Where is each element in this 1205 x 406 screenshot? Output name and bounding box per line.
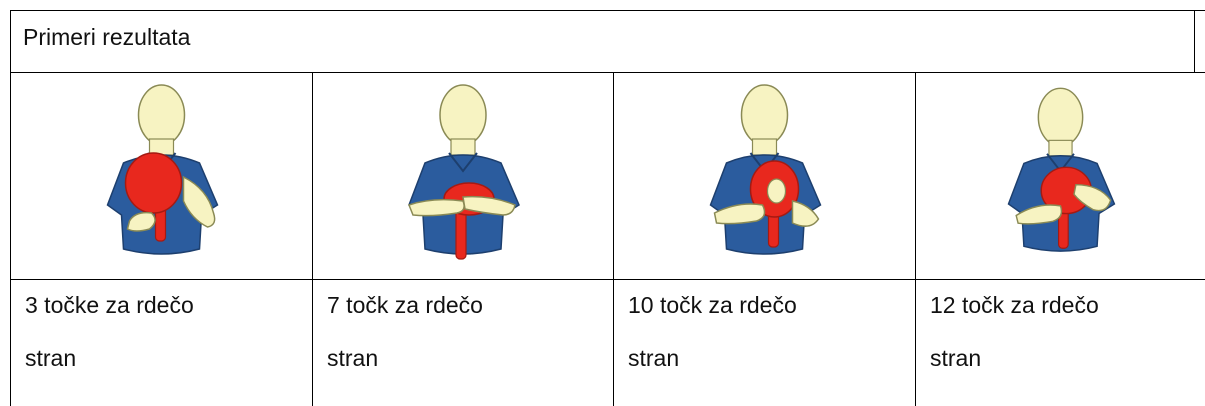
score-label-cell-1: 3 točke za rdečo stran xyxy=(11,280,312,406)
score-label-cell-2: 7 točk za rdečo stran xyxy=(313,280,613,406)
header-border-right xyxy=(1194,10,1195,73)
row-divider xyxy=(10,279,1205,280)
column-divider-1 xyxy=(312,72,313,406)
table-border-left xyxy=(10,10,11,406)
column-divider-2 xyxy=(613,72,614,406)
score-label-line1: 12 točk za rdečo xyxy=(930,292,1099,318)
score-label-cell-3: 10 točk za rdečo stran xyxy=(614,280,915,406)
umpire-signal-icon xyxy=(1007,87,1116,252)
umpire-signal-icon xyxy=(106,84,219,255)
score-label-line1: 10 točk za rdečo xyxy=(628,292,797,318)
signal-image-cell-4 xyxy=(916,73,1205,279)
signal-image-cell-3 xyxy=(614,73,915,279)
signal-image-cell-1 xyxy=(11,73,312,279)
score-label-line2: stran xyxy=(25,345,77,371)
header-divider xyxy=(10,72,1205,73)
table-header-title: Primeri rezultata xyxy=(23,24,191,50)
score-label-cell-4: 12 točk za rdečo stran xyxy=(916,280,1205,406)
score-label-line2: stran xyxy=(930,345,982,371)
table-header-cell: Primeri rezultata xyxy=(10,10,1205,72)
table-border-top xyxy=(10,10,1205,11)
score-label-line1: 3 točke za rdečo xyxy=(25,292,194,318)
score-label-line2: stran xyxy=(327,345,379,371)
column-divider-3 xyxy=(915,72,916,406)
score-label-line1: 7 točk za rdečo xyxy=(327,292,483,318)
umpire-signal-icon xyxy=(709,84,822,255)
umpire-signal-icon xyxy=(408,84,520,260)
results-table: Primeri rezultata xyxy=(10,10,1205,406)
score-label-line2: stran xyxy=(628,345,680,371)
signal-image-cell-2 xyxy=(313,73,613,279)
